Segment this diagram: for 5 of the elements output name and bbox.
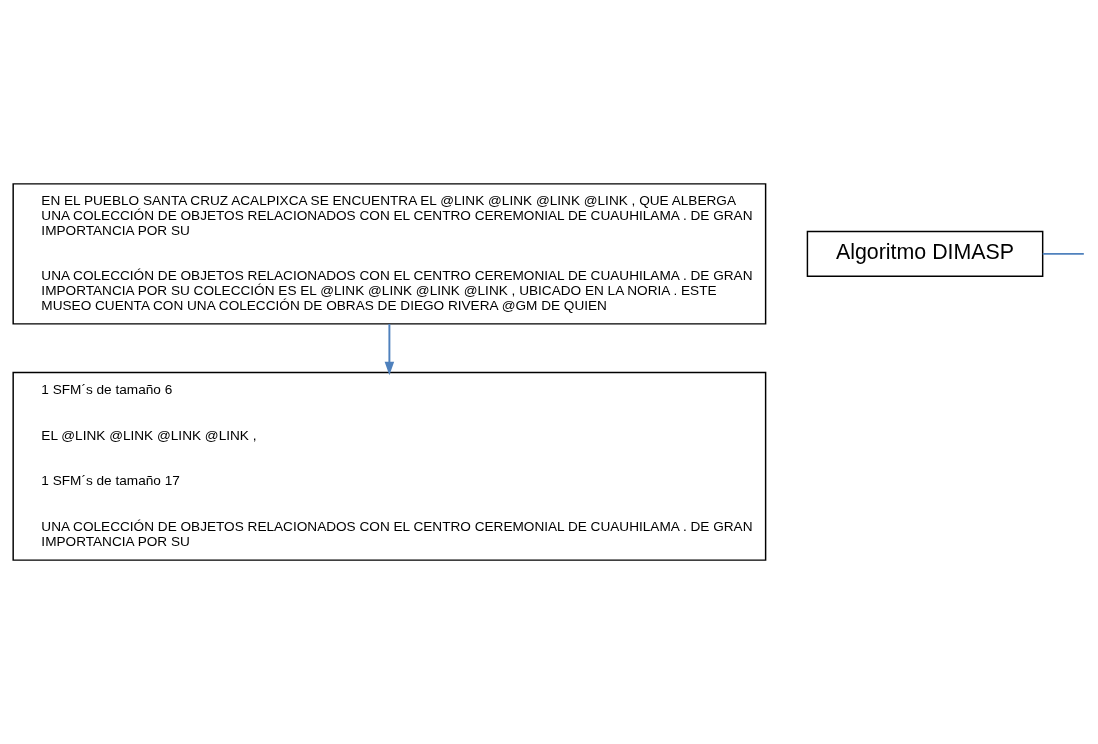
node-box: 1 SFM´s de tamaño 6 EL @LINK @LINK @LINK @LINK , 1 SFM´s de tamaño 17 UNA COLECCIÓN DE OBJETOS RELACIONADOS CON EL CENTRO CEREMONIAL DE CUAUHILAMA . DE GRAN IMPORTANCIA POR SU: [12, 371, 767, 561]
node-box: Algoritmo DIMASP: [806, 230, 1044, 277]
connector: [1041, 252, 1085, 255]
node-box: EN EL PUEBLO SANTA CRUZ ACALPIXCA SE ENCUENTRA EL @LINK @LINK @LINK @LINK , QUE ALBERGA UNA COLECCIÓN DE OBJETOS RELACIONADOS CON EL CENTRO CEREMONIAL DE CUAUHILAMA . DE GRAN IMPORTANCIA POR SU UNA COLECCIÓN DE OBJETOS RELACIONADOS CON EL CENTRO CEREMONIAL DE CUAUHILAMA . DE GRAN IMPORTANCIA POR SU COLECCIÓN ES EL @LINK @LINK @LINK @LINK , UBICADO EN LA NORIA . ESTE MUSEO CUENTA CON UNA COLECCIÓN DE OBRAS DE DIEGO RIVERA @GM DE QUIEN: [12, 183, 767, 325]
arrow: [384, 323, 395, 376]
